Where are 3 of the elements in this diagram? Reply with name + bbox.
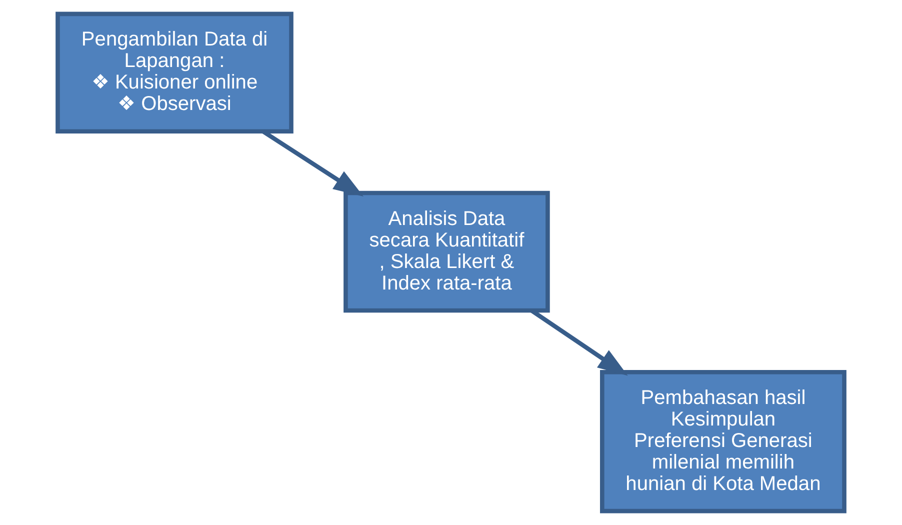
node-box: Pengambilan Data di Lapangan : ❖ Kuisioner online ❖ Observasi <box>56 12 294 134</box>
node-box: Analisis Data secara Kuantitatif , Skala Likert & Index rata-rata <box>344 190 550 313</box>
node-box: Pembahasan hasil Kesimpulan Preferensi Generasi milenial memilih hunian di Kota Medan <box>600 370 846 514</box>
